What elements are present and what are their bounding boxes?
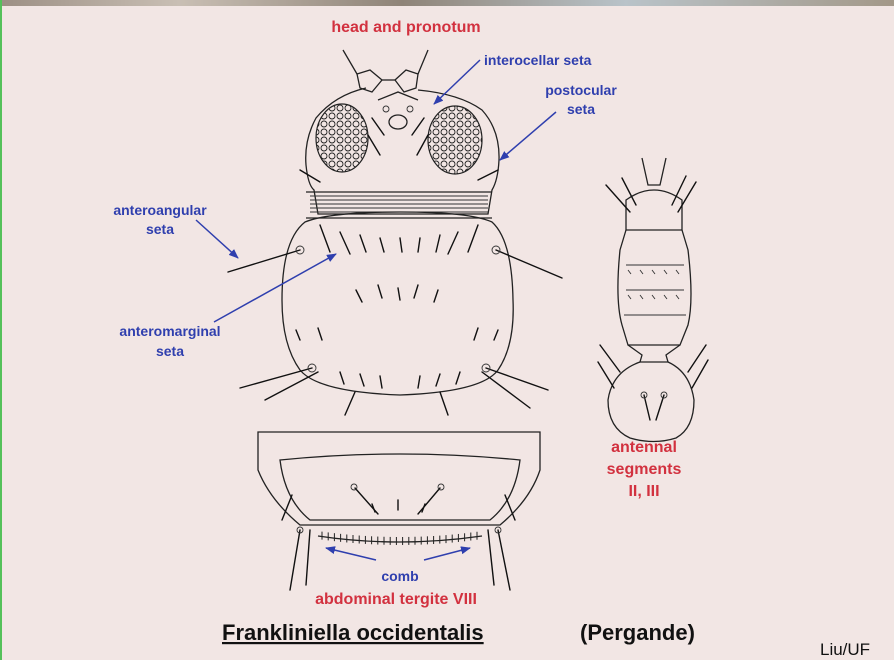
tergite-viii-drawing <box>258 432 540 590</box>
label-anteromarginal-seta-line2: seta <box>156 343 184 359</box>
arrow-anteromarginal <box>214 254 336 322</box>
label-postocular-seta-line2: seta <box>567 101 595 117</box>
label-interocellar-seta: interocellar seta <box>484 52 592 68</box>
pointer-arrows <box>196 60 556 560</box>
label-head-and-pronotum: head and pronotum <box>331 19 480 36</box>
comb-teeth <box>322 532 477 545</box>
label-antennal-segments-line3: II, III <box>628 483 659 500</box>
label-anteromarginal-seta-line1: anteromarginal <box>119 323 220 339</box>
species-author: (Pergande) <box>580 620 695 645</box>
arrow-comb-left <box>326 548 376 560</box>
label-postocular-seta-line1: postocular <box>545 82 617 98</box>
arrow-comb-right <box>424 548 470 560</box>
pronotum-drawing <box>228 212 562 415</box>
label-anteroangular-seta-line1: anteroangular <box>113 202 207 218</box>
label-comb: comb <box>381 568 418 584</box>
label-anteroangular-seta-line2: seta <box>146 221 174 237</box>
arrow-anteroangular <box>196 220 238 258</box>
species-title: Frankliniella occidentalis <box>222 620 484 645</box>
label-antennal-segments-line1: antennal <box>611 439 677 456</box>
left-compound-eye <box>316 104 368 172</box>
head-drawing <box>300 50 499 218</box>
antenna-drawing <box>598 158 708 442</box>
label-abdominal-tergite: abdominal tergite VIII <box>315 591 477 608</box>
label-antennal-segments-line2: segments <box>607 461 682 478</box>
image-credit: Liu/UF <box>820 640 870 659</box>
arrow-postocular <box>500 112 556 160</box>
right-compound-eye <box>428 106 482 174</box>
